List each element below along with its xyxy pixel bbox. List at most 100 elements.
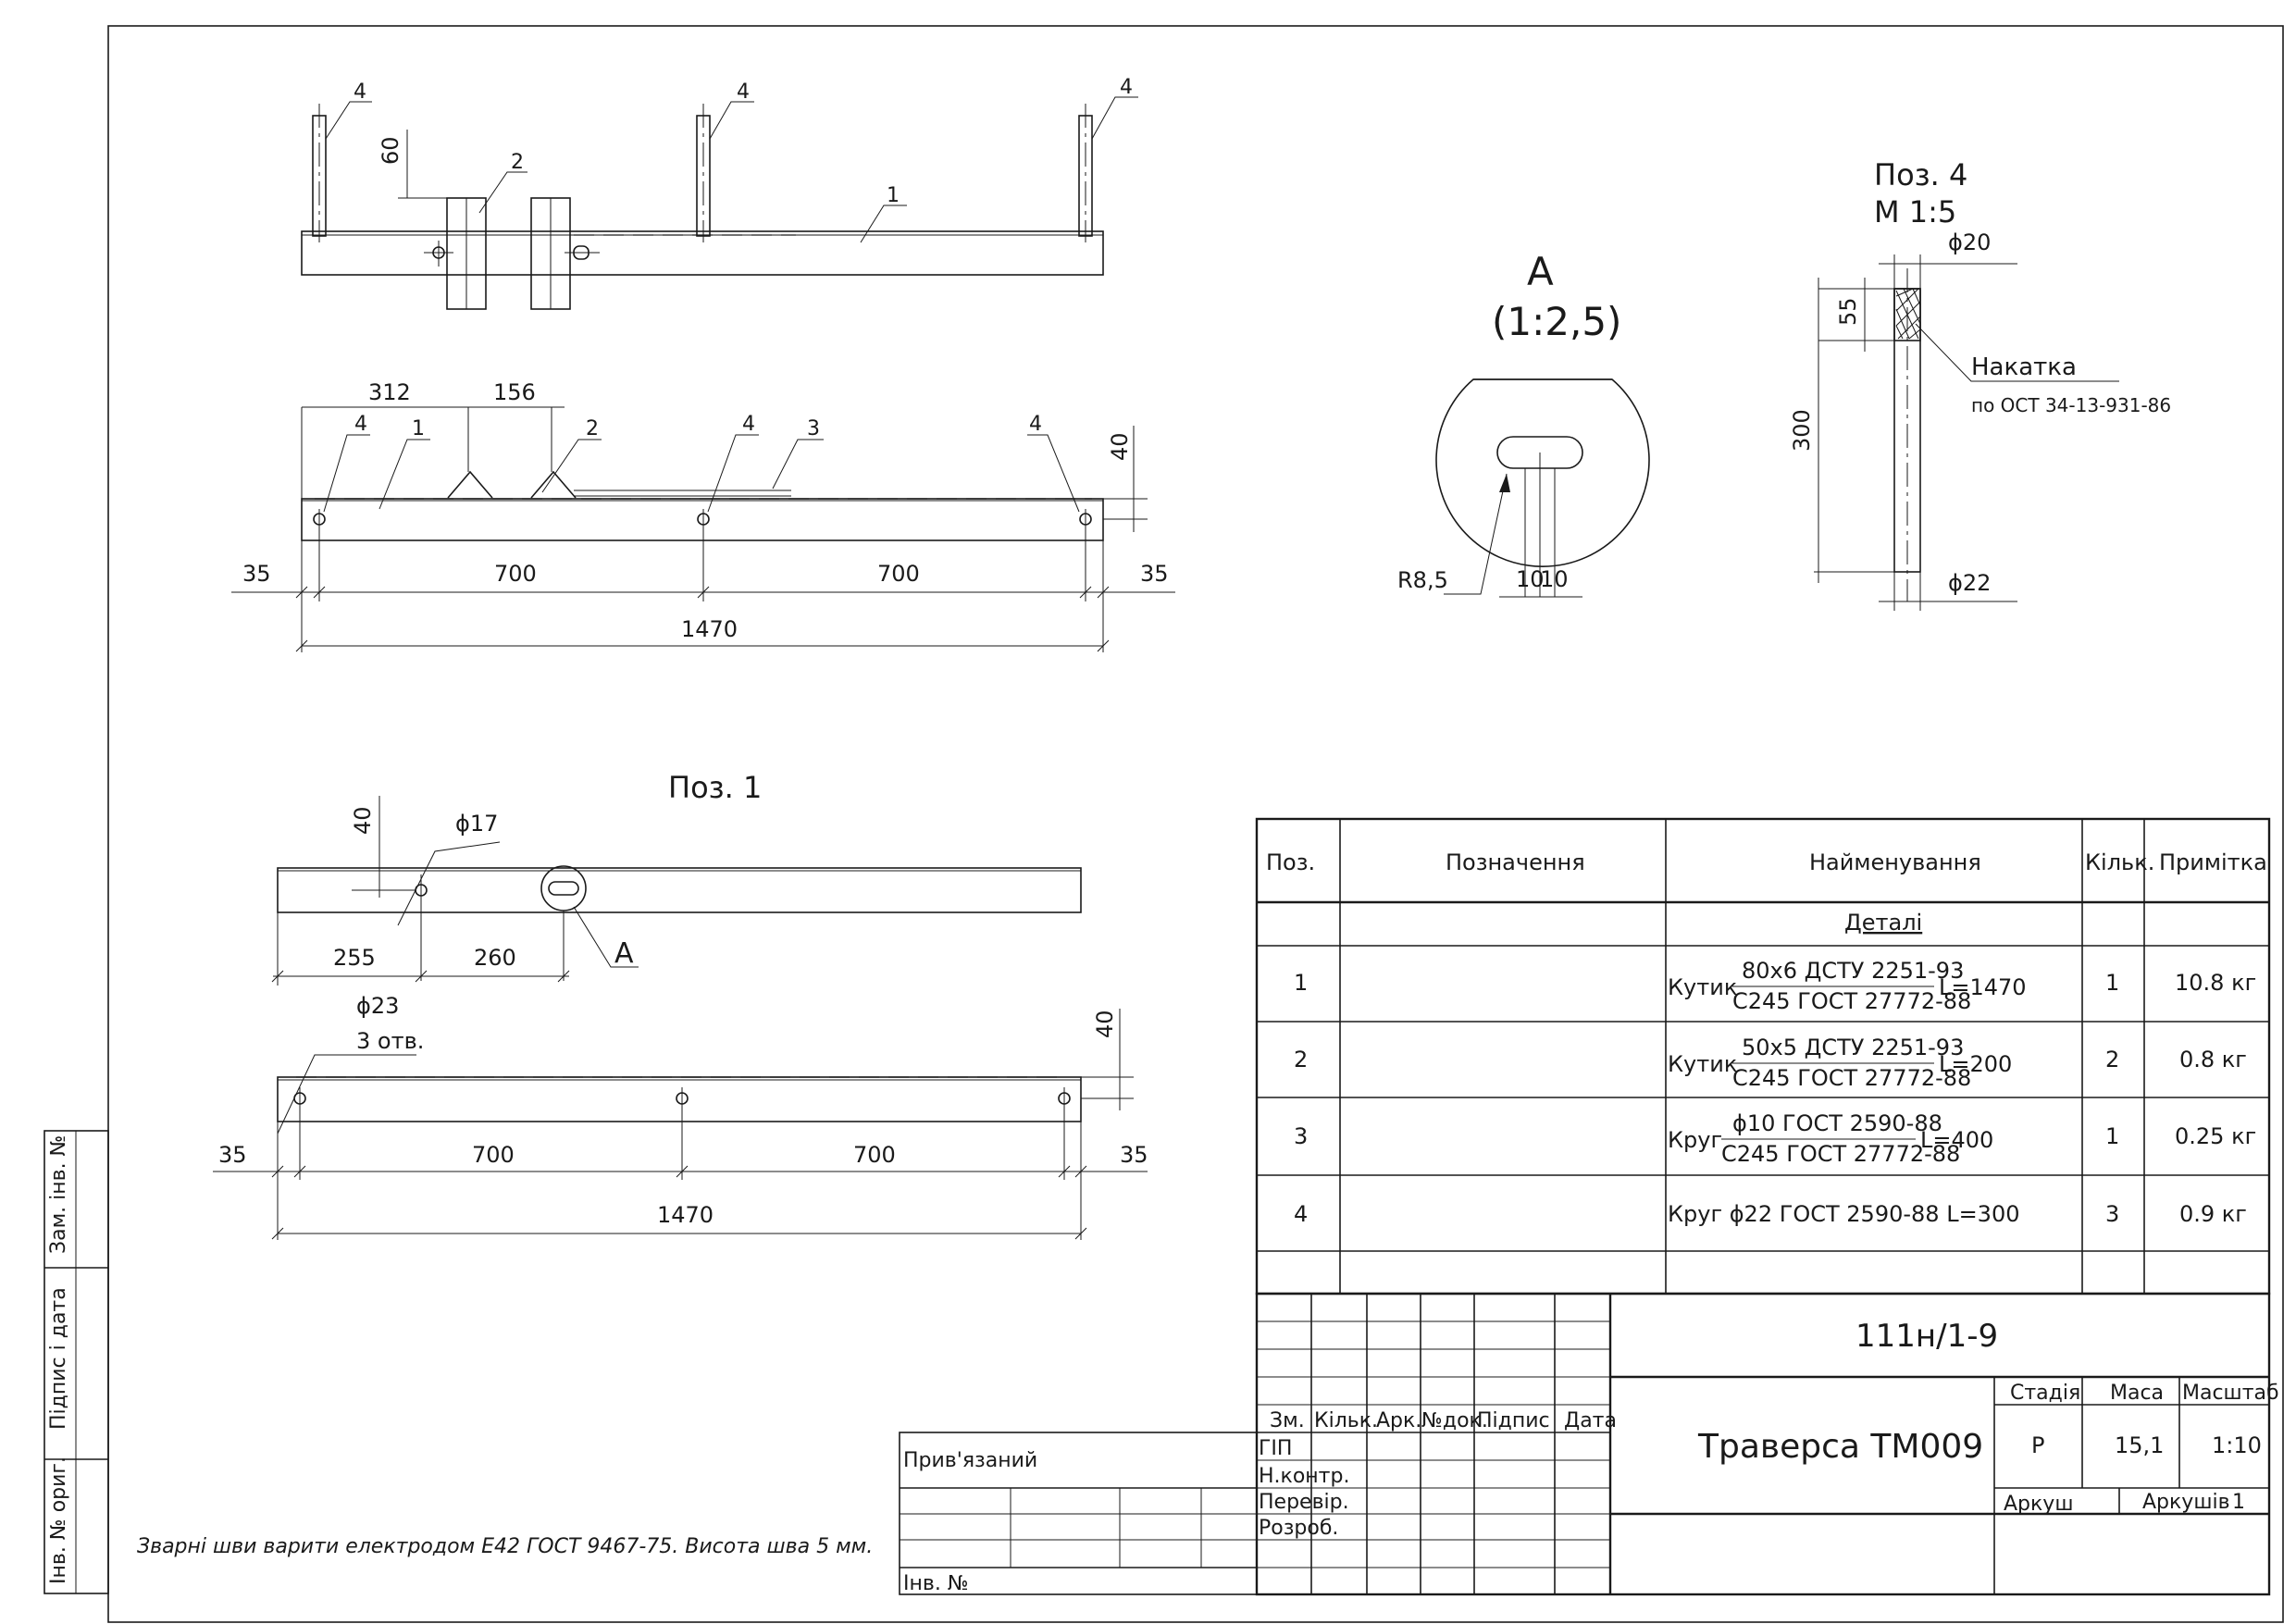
spec-table: Поз. Позначення Найменування Кільк. Прим… xyxy=(1255,817,2271,1295)
spec-row3-suffix: L=400 xyxy=(1920,1127,1993,1153)
pos1-dim-40-top: 40 xyxy=(350,806,376,835)
tb-col-sign: Підпис xyxy=(1477,1409,1550,1432)
spec-row4-qty: 3 xyxy=(2105,1201,2119,1227)
front-label-pos4-b: 4 xyxy=(742,413,755,436)
pos1-dim-17: ϕ17 xyxy=(455,811,498,837)
title-block: 111н/1-9 Траверса ТМ009 Стадія Маса Масш… xyxy=(899,1292,2279,1596)
pos1-dim-260: 260 xyxy=(474,945,516,971)
spec-row2-suffix: L=200 xyxy=(1939,1051,2012,1077)
front-dim-156: 156 xyxy=(493,379,536,405)
pos4-title: Поз. 4 xyxy=(1874,157,1967,192)
spec-header-note: Примітка xyxy=(2159,849,2267,875)
spec-row3-qty: 1 xyxy=(2105,1123,2119,1149)
front-dim-700-right: 700 xyxy=(877,561,920,587)
spec-row3-note: 0.25 кг xyxy=(2175,1123,2256,1149)
pos1-title: Поз. 1 xyxy=(668,770,762,805)
spec-row1-num: 80х6 ДСТУ 2251-93 xyxy=(1742,958,1964,984)
front-label-pos4-c: 4 xyxy=(1029,413,1042,436)
stamp-inv-orig: Інв. № ориг. xyxy=(47,1457,70,1584)
tb-inv-no: Інв. № xyxy=(903,1572,969,1595)
spec-row2-num: 50х5 ДСТУ 2251-93 xyxy=(1742,1035,1964,1060)
tb-sheets-label: Аркушів xyxy=(2142,1491,2230,1514)
front-dim-700-left: 700 xyxy=(494,561,537,587)
spec-row2-prefix: Кутик xyxy=(1668,1051,1737,1077)
front-label-pos1: 1 xyxy=(412,417,425,440)
pos4-knurl: Накатка xyxy=(1971,353,2077,381)
spec-row3-prefix: Круг xyxy=(1668,1127,1722,1153)
detail-a-radius: R8,5 xyxy=(1397,567,1448,593)
stamp-replace-inv: Зам. інв. № xyxy=(47,1135,70,1255)
detail-a-title: A xyxy=(1527,249,1554,294)
spec-row3-num: ϕ10 ГОСТ 2590-88 xyxy=(1732,1110,1942,1136)
detail-a: A (1:2,5) 10 10 R8,5 xyxy=(1397,249,1650,598)
stamp-sign-date: Підпис і дата xyxy=(47,1287,70,1430)
pos1-callout-a: A xyxy=(614,937,634,970)
pos1-holes: 3 отв. xyxy=(356,1028,424,1054)
tb-role-gip: ГІП xyxy=(1259,1437,1292,1460)
tb-col-ark: Арк. xyxy=(1376,1409,1421,1432)
pos4-dim-300: 300 xyxy=(1789,409,1815,452)
spec-row1-suffix: L=1470 xyxy=(1939,974,2027,1000)
pos4-dim-22: ϕ22 xyxy=(1948,570,1991,596)
pos1-dim-255: 255 xyxy=(333,945,376,971)
front-dim-1470: 1470 xyxy=(681,616,738,642)
detail-a-scale: (1:2,5) xyxy=(1492,299,1621,344)
front-dim-312: 312 xyxy=(368,379,411,405)
pos1-detail: Поз. 1 A 40 ϕ17 255 260 xyxy=(213,770,1148,1240)
spec-row2-qty: 2 xyxy=(2105,1047,2119,1072)
tb-role-rozrob: Розроб. xyxy=(1259,1517,1338,1540)
pos1-dim-1470: 1470 xyxy=(657,1202,714,1228)
tb-role-nkontr: Н.контр. xyxy=(1259,1465,1349,1488)
side-stamp: Зам. інв. № Підпис і дата Інв. № ориг. xyxy=(43,1130,109,1594)
tb-code: 111н/1-9 xyxy=(1855,1318,1998,1355)
front-dim-40: 40 xyxy=(1107,432,1133,461)
tb-col-doc: №док. xyxy=(1421,1409,1488,1432)
detail-a-dim-10a: 10 xyxy=(1516,566,1545,592)
top-view: 60 4 4 4 2 1 xyxy=(301,76,1138,310)
spec-row4-pos: 4 xyxy=(1294,1201,1308,1227)
pos4-detail: Поз. 4 М 1:5 ϕ20 55 300 ϕ22 Накатка по О… xyxy=(1789,157,2171,611)
front-view: 312 156 40 35 700 700 35 1470 4 1 2 4 3 … xyxy=(231,379,1175,652)
spec-header-pos: Поз. xyxy=(1266,849,1315,875)
tb-scale: 1:10 xyxy=(2212,1432,2262,1458)
spec-row3-den: С245 ГОСТ 27772-88 xyxy=(1721,1141,1960,1167)
top-label-pos4-c: 4 xyxy=(1120,76,1133,99)
top-label-pos4-b: 4 xyxy=(737,81,750,104)
pos4-scale: М 1:5 xyxy=(1874,194,1956,229)
spec-row1-prefix: Кутик xyxy=(1668,974,1737,1000)
tb-stage: Р xyxy=(2031,1432,2044,1458)
tb-col-date: Дата xyxy=(1564,1409,1617,1432)
pos1-dim-35-left: 35 xyxy=(218,1142,247,1168)
tb-sheets: 1 xyxy=(2232,1491,2245,1514)
pos1-dim-700-left: 700 xyxy=(472,1142,515,1168)
spec-row1-qty: 1 xyxy=(2105,970,2119,996)
tb-mass-label: Маса xyxy=(2110,1382,2164,1405)
top-label-pos4-a: 4 xyxy=(354,81,366,104)
spec-header-designation: Позначення xyxy=(1446,849,1585,875)
spec-header-name: Найменування xyxy=(1809,849,1981,875)
tb-col-qty: Кільк. xyxy=(1314,1409,1378,1432)
front-label-pos3: 3 xyxy=(807,417,820,440)
spec-row1-den: С245 ГОСТ 27772-88 xyxy=(1732,988,1971,1014)
pos4-dim-55: 55 xyxy=(1835,297,1861,326)
spec-header-qty: Кільк. xyxy=(2085,849,2154,875)
spec-row2-note: 0.8 кг xyxy=(2179,1047,2247,1072)
tb-scale-label: Масштаб xyxy=(2182,1382,2279,1405)
top-label-pos1: 1 xyxy=(887,184,900,207)
sheet-border xyxy=(107,25,2284,1623)
spec-row1-pos: 1 xyxy=(1294,970,1308,996)
tb-mass: 15,1 xyxy=(2115,1432,2164,1458)
welding-note: Зварні шви варити електродом Е42 ГОСТ 94… xyxy=(137,1535,873,1558)
tb-name: Траверса ТМ009 xyxy=(1697,1428,1983,1466)
spec-row2-pos: 2 xyxy=(1294,1047,1308,1072)
spec-row2-den: С245 ГОСТ 27772-88 xyxy=(1732,1065,1971,1091)
detail-a-outline xyxy=(1435,378,1650,567)
front-label-pos4-a: 4 xyxy=(354,413,367,436)
pos1-dim-40-bottom: 40 xyxy=(1092,1010,1118,1038)
top-label-pos2: 2 xyxy=(511,151,524,174)
pos1-dim-700-right: 700 xyxy=(853,1142,896,1168)
spec-section-details: Деталі xyxy=(1844,910,1922,936)
tb-bound: Прив'язаний xyxy=(903,1449,1037,1472)
spec-row4-name: Круг ϕ22 ГОСТ 2590-88 L=300 xyxy=(1668,1201,2019,1227)
